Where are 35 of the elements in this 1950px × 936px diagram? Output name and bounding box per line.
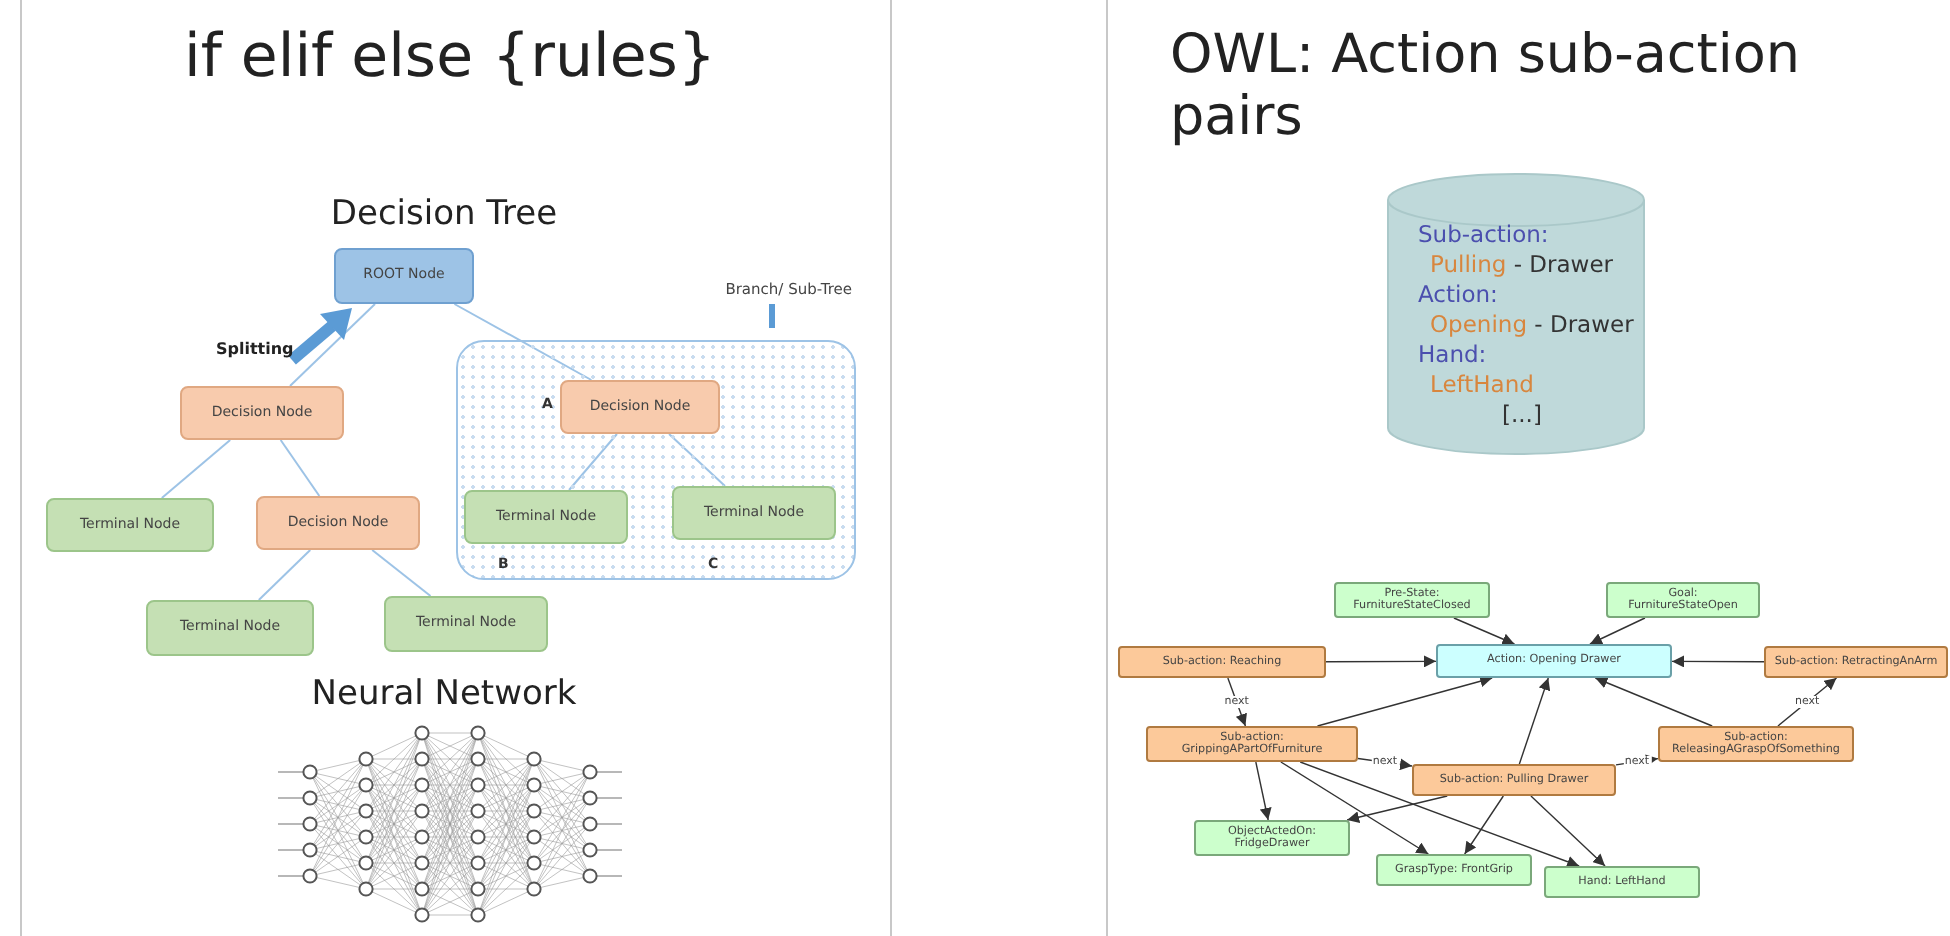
arrow bbox=[1255, 761, 1272, 821]
heading: OWL: Action sub-action pairs bbox=[1170, 24, 1802, 149]
arrow bbox=[1453, 617, 1516, 645]
heading: Decision Tree bbox=[328, 196, 560, 236]
arrow bbox=[1316, 675, 1493, 727]
arrow bbox=[1530, 795, 1606, 867]
arrow bbox=[1346, 795, 1448, 824]
connector-line bbox=[453, 303, 593, 381]
annotation-text: Splitting bbox=[216, 340, 296, 359]
record-key: Hand: bbox=[1418, 339, 1634, 370]
connector-line bbox=[279, 439, 321, 497]
arrow bbox=[1280, 761, 1430, 855]
connector-line bbox=[668, 433, 726, 487]
heading: if elif else {rules} bbox=[181, 24, 718, 93]
arrow bbox=[1325, 655, 1437, 668]
connector-line bbox=[160, 439, 232, 499]
record-value: LeftHand bbox=[1428, 369, 1536, 400]
arrow bbox=[1299, 761, 1580, 868]
arrow bbox=[1227, 677, 1247, 727]
record-key: Action: bbox=[1418, 279, 1634, 310]
subtree-frame bbox=[456, 280, 856, 580]
heading: Neural Network bbox=[309, 676, 579, 716]
connector-line bbox=[289, 303, 376, 387]
arrow bbox=[1518, 677, 1551, 765]
record-value: Pulling - Drawer bbox=[1428, 249, 1616, 280]
arrow bbox=[1589, 617, 1646, 645]
record-key: Sub-action: bbox=[1418, 220, 1634, 250]
arrow bbox=[1463, 795, 1505, 855]
arrow bbox=[1594, 677, 1713, 727]
connector-line bbox=[257, 549, 312, 601]
arrow bbox=[1777, 677, 1838, 727]
arrow bbox=[1671, 655, 1765, 668]
record-value: Opening - Drawer bbox=[1428, 309, 1634, 340]
ellipsis-text: [...] bbox=[1500, 399, 1544, 430]
connector-line bbox=[371, 549, 432, 597]
